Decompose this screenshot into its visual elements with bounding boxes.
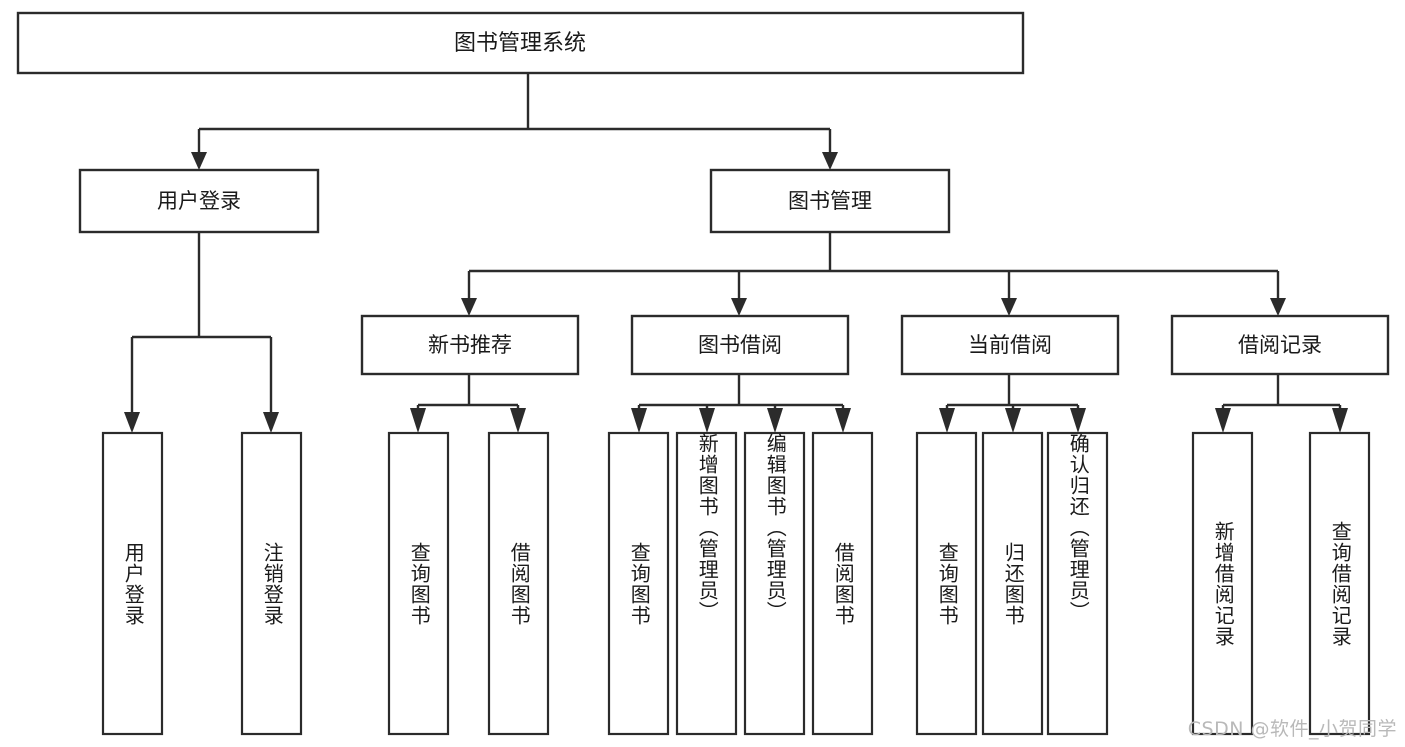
node-borrow-record-label: 借阅记录 <box>1238 333 1322 357</box>
arrowhead-g1-1 <box>124 412 140 433</box>
node-root[interactable] <box>16 11 1025 75</box>
arrowhead-new-book <box>461 298 477 316</box>
arrowhead-user-login <box>191 152 207 170</box>
arrowhead-g1-2 <box>263 412 279 433</box>
node-book-borrow[interactable] <box>630 314 850 376</box>
leaf-box-query-book-2[interactable] <box>607 431 670 736</box>
leaf-box-query-book-1[interactable] <box>387 431 450 736</box>
node-layer: 图书管理系统 用户登录 图书管理 新书推荐 图书借阅 当前借阅 借阅记录 <box>16 11 1390 736</box>
node-user-login-label: 用户登录 <box>157 189 241 213</box>
leaf-box-query-borrow-record[interactable] <box>1308 431 1371 736</box>
arrowhead-g4-2 <box>1005 408 1021 433</box>
node-user-login[interactable] <box>78 168 320 234</box>
arrowhead-g4-3 <box>1070 408 1086 433</box>
arrowhead-g3-2 <box>699 408 715 433</box>
node-new-book-recommend[interactable] <box>360 314 580 376</box>
node-new-book-recommend-label: 新书推荐 <box>428 333 512 357</box>
arrowhead-g4-1 <box>939 408 955 433</box>
arrowhead-g3-4 <box>835 408 851 433</box>
leaf-box-logout[interactable] <box>240 431 303 736</box>
node-root-label: 图书管理系统 <box>454 31 586 56</box>
leaf-box-return-book[interactable] <box>981 431 1044 736</box>
leaf-box-borrow-book-2[interactable] <box>811 431 874 736</box>
arrowhead-g5-2 <box>1332 408 1348 433</box>
leaf-box-add-borrow-record[interactable] <box>1191 431 1254 736</box>
arrowhead-borrow <box>731 298 747 316</box>
node-book-borrow-label: 图书借阅 <box>698 333 782 357</box>
arrowhead-record <box>1270 298 1286 316</box>
node-current-borrow-label: 当前借阅 <box>968 333 1052 357</box>
leaf-box-add-book[interactable] <box>675 431 738 736</box>
watermark-text: CSDN @软件_小贺同学 <box>1187 718 1397 740</box>
node-current-borrow[interactable] <box>900 314 1120 376</box>
arrowhead-current <box>1001 298 1017 316</box>
arrowhead-g2-2 <box>510 408 526 433</box>
leaf-box-edit-book[interactable] <box>743 431 806 736</box>
node-book-management[interactable] <box>709 168 951 234</box>
leaf-box-user-login[interactable] <box>101 431 164 736</box>
node-borrow-record[interactable] <box>1170 314 1390 376</box>
leaf-box-borrow-book-1[interactable] <box>487 431 550 736</box>
connector-layer <box>124 73 1348 433</box>
leaf-box-confirm-return[interactable] <box>1046 431 1109 736</box>
arrowhead-g5-1 <box>1215 408 1231 433</box>
arrowhead-g3-1 <box>631 408 647 433</box>
arrowhead-g3-3 <box>767 408 783 433</box>
leaf-box-query-book-3[interactable] <box>915 431 978 736</box>
arrowhead-g2-1 <box>410 408 426 433</box>
node-book-management-label: 图书管理 <box>788 189 872 213</box>
arrowhead-book-mgmt <box>822 152 838 170</box>
